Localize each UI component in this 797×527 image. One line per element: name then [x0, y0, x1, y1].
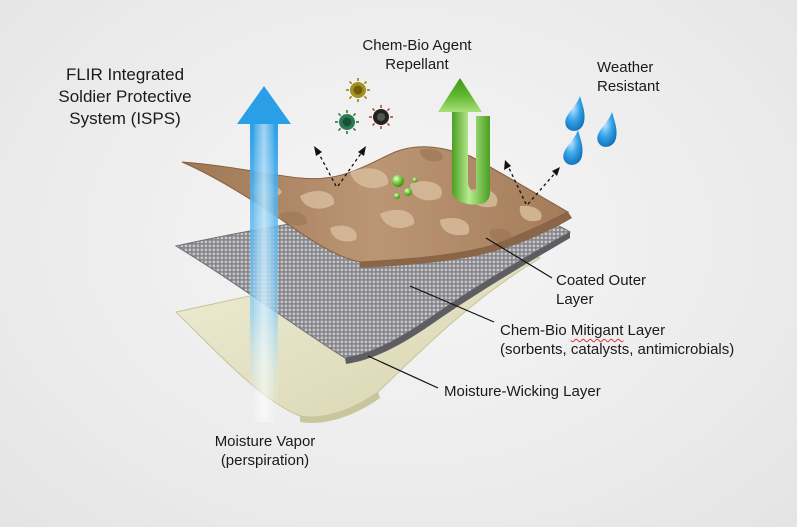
virus-black-icon: [369, 105, 393, 129]
mitigant-layer-label: Chem-Bio Mitigant Layer (sorbents, catal…: [500, 321, 734, 359]
moisture-wicking-label: Moisture-Wicking Layer: [444, 382, 601, 401]
water-drop-icon: [563, 130, 582, 165]
coated-outer-layer-label: Coated Outer Layer: [556, 271, 646, 309]
virus-green-icon: [335, 110, 359, 134]
green-bead-icon: [392, 175, 404, 187]
water-drop-icon: [597, 112, 616, 147]
moisture-vapor-label: Moisture Vapor (perspiration): [198, 432, 332, 470]
virus-yellow-icon: [346, 78, 370, 102]
water-drop-icon: [565, 96, 584, 131]
chem-bio-repellant-label: Chem-Bio Agent Repellant: [352, 36, 482, 74]
weather-resistant-label: Weather Resistant: [597, 58, 660, 96]
page-title: FLIR Integrated Soldier Protective Syste…: [40, 64, 210, 130]
